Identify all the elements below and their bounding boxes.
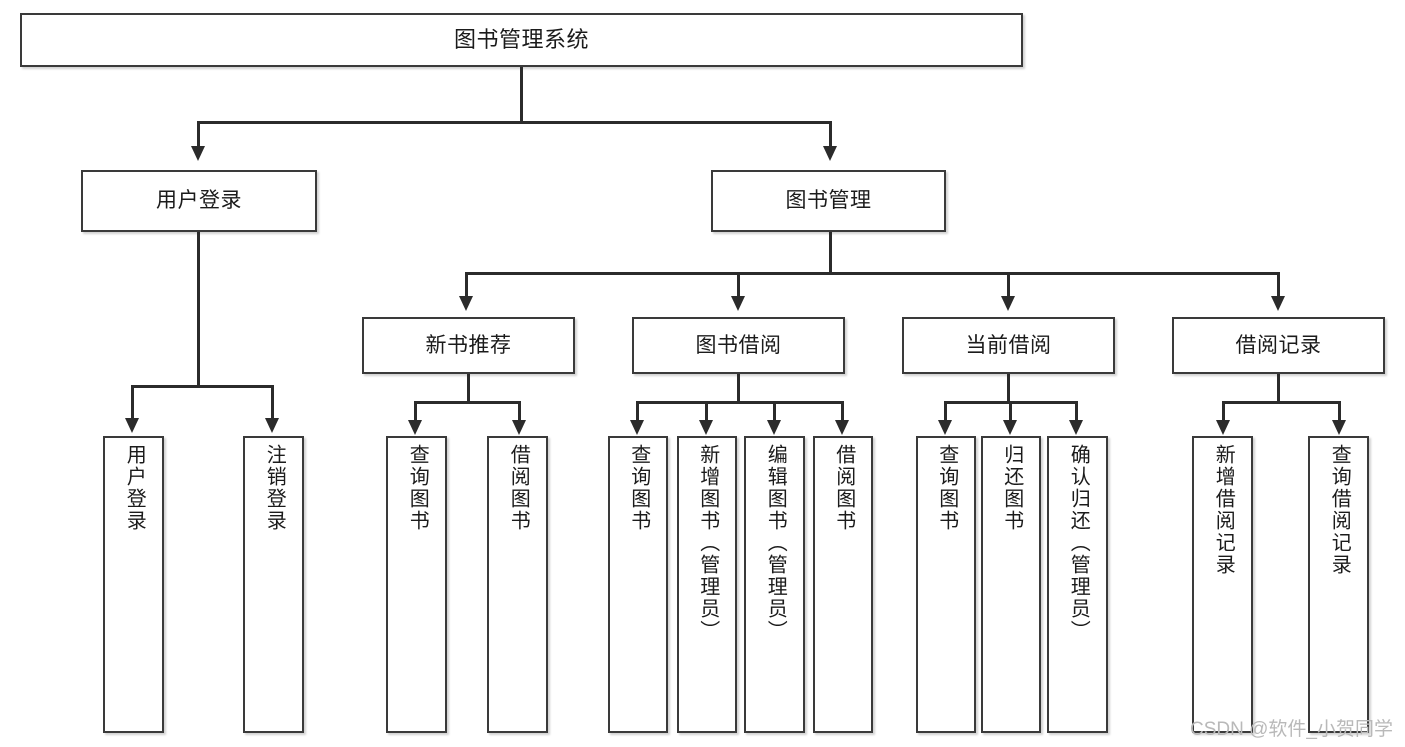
edge-user-login-bus — [131, 385, 273, 388]
arrowhead-user-login — [191, 146, 205, 161]
leaf-current-borrow-query-book[interactable]: 查询图书 — [916, 436, 976, 733]
node-new-book-recommend[interactable]: 新书推荐 — [362, 317, 575, 374]
leaf-new-book-query-book[interactable]: 查询图书 — [386, 436, 447, 733]
arrowhead-book-borrow-child-3 — [767, 420, 781, 435]
node-book-management-system[interactable]: 图书管理系统 — [20, 13, 1023, 67]
leaf-user-login-login[interactable]: 用户登录 — [103, 436, 164, 733]
edge-new-book-child-2 — [518, 401, 521, 422]
arrowhead-book-borrow-child-4 — [835, 420, 849, 435]
arrowhead-borrow-record — [1271, 296, 1285, 311]
edge-user-login-child-2 — [271, 385, 274, 418]
node-label: 用户登录 — [156, 189, 242, 213]
edge-user-login-child-1 — [131, 385, 134, 418]
leaf-borrow-record-query-record[interactable]: 查询借阅记录 — [1308, 436, 1369, 733]
node-label: 编辑图书（管理员） — [764, 444, 787, 642]
leaf-current-borrow-return-book[interactable]: 归还图书 — [981, 436, 1041, 733]
edge-borrow-record-stem — [1277, 374, 1280, 401]
edge-book-mgmt-stem — [829, 232, 832, 272]
edge-current-borrow-stem — [1007, 374, 1010, 401]
arrowhead-current-borrow-child-3 — [1069, 420, 1083, 435]
node-label: 借阅记录 — [1235, 333, 1322, 357]
node-label: 新增图书（管理员） — [696, 444, 719, 642]
node-label: 用户登录 — [123, 444, 146, 532]
edge-root-to-book-mgmt — [829, 121, 832, 148]
arrowhead-current-borrow-child-1 — [938, 420, 952, 435]
node-label: 归还图书 — [1000, 444, 1023, 532]
edge-root-to-user-login — [197, 121, 200, 148]
leaf-book-borrow-add-book[interactable]: 新增图书（管理员） — [677, 436, 737, 733]
arrowhead-book-borrow — [731, 296, 745, 311]
arrowhead-current-borrow — [1001, 296, 1015, 311]
edge-new-book-child-1 — [414, 401, 417, 422]
edge-new-book-bus — [414, 401, 520, 404]
edge-book-borrow-bus — [636, 401, 843, 404]
arrowhead-new-book — [459, 296, 473, 311]
node-book-management[interactable]: 图书管理 — [711, 170, 946, 232]
edge-current-borrow-child-3 — [1075, 401, 1078, 422]
leaf-new-book-borrow-book[interactable]: 借阅图书 — [487, 436, 548, 733]
node-current-borrow[interactable]: 当前借阅 — [902, 317, 1115, 374]
arrowhead-book-borrow-child-2 — [699, 420, 713, 435]
node-label: 注销登录 — [263, 444, 286, 532]
leaf-book-borrow-edit-book[interactable]: 编辑图书（管理员） — [744, 436, 805, 733]
node-label: 确认归还（管理员） — [1067, 444, 1090, 642]
edge-book-mgmt-child-2 — [737, 272, 740, 298]
leaf-book-borrow-query-book[interactable]: 查询图书 — [608, 436, 668, 733]
node-label: 借阅图书 — [832, 444, 855, 532]
edge-current-borrow-child-2 — [1009, 401, 1012, 422]
edge-book-borrow-stem — [737, 374, 740, 401]
edge-borrow-record-bus — [1222, 401, 1340, 404]
edge-book-borrow-child-3 — [773, 401, 776, 422]
node-label: 查询图书 — [627, 444, 650, 532]
node-borrow-record[interactable]: 借阅记录 — [1172, 317, 1385, 374]
edge-book-mgmt-child-4 — [1277, 272, 1280, 298]
node-label: 借阅图书 — [507, 444, 530, 532]
arrowhead-new-book-child-2 — [512, 420, 526, 435]
edge-book-mgmt-bus — [465, 272, 1279, 275]
arrowhead-user-login-child-2 — [265, 418, 279, 433]
leaf-user-login-logout[interactable]: 注销登录 — [243, 436, 304, 733]
arrowhead-current-borrow-child-2 — [1003, 420, 1017, 435]
node-label: 新增借阅记录 — [1212, 444, 1235, 576]
edge-current-borrow-child-1 — [944, 401, 947, 422]
node-label: 图书管理 — [785, 189, 872, 213]
node-label: 当前借阅 — [965, 333, 1052, 357]
arrowhead-borrow-record-child-1 — [1216, 420, 1230, 435]
arrowhead-book-borrow-child-1 — [630, 420, 644, 435]
edge-borrow-record-child-1 — [1222, 401, 1225, 422]
edge-new-book-stem — [467, 374, 470, 401]
node-user-login[interactable]: 用户登录 — [81, 170, 317, 232]
node-label: 图书借阅 — [695, 333, 782, 357]
node-label: 查询图书 — [406, 444, 429, 532]
arrowhead-user-login-child-1 — [125, 418, 139, 433]
node-label: 查询图书 — [935, 444, 958, 532]
edge-borrow-record-child-2 — [1338, 401, 1341, 422]
node-label: 图书管理系统 — [453, 26, 589, 52]
edge-user-login-stem — [197, 232, 200, 385]
edge-root-stem — [520, 67, 523, 121]
edge-book-borrow-child-4 — [841, 401, 844, 422]
watermark-text: CSDN @软件_小贺同学 — [1190, 719, 1393, 740]
edge-book-mgmt-child-3 — [1007, 272, 1010, 298]
arrowhead-borrow-record-child-2 — [1332, 420, 1346, 435]
arrowhead-book-mgmt — [823, 146, 837, 161]
leaf-book-borrow-borrow-book[interactable]: 借阅图书 — [813, 436, 873, 733]
leaf-borrow-record-add-record[interactable]: 新增借阅记录 — [1192, 436, 1253, 733]
edge-book-mgmt-child-1 — [465, 272, 468, 298]
arrowhead-new-book-child-1 — [408, 420, 422, 435]
node-label: 查询借阅记录 — [1328, 444, 1351, 576]
edge-book-borrow-child-2 — [705, 401, 708, 422]
node-label: 新书推荐 — [425, 333, 512, 357]
node-book-borrow[interactable]: 图书借阅 — [632, 317, 845, 374]
leaf-current-borrow-confirm-return[interactable]: 确认归还（管理员） — [1047, 436, 1108, 733]
edge-book-borrow-child-1 — [636, 401, 639, 422]
edge-root-bus — [197, 121, 832, 124]
